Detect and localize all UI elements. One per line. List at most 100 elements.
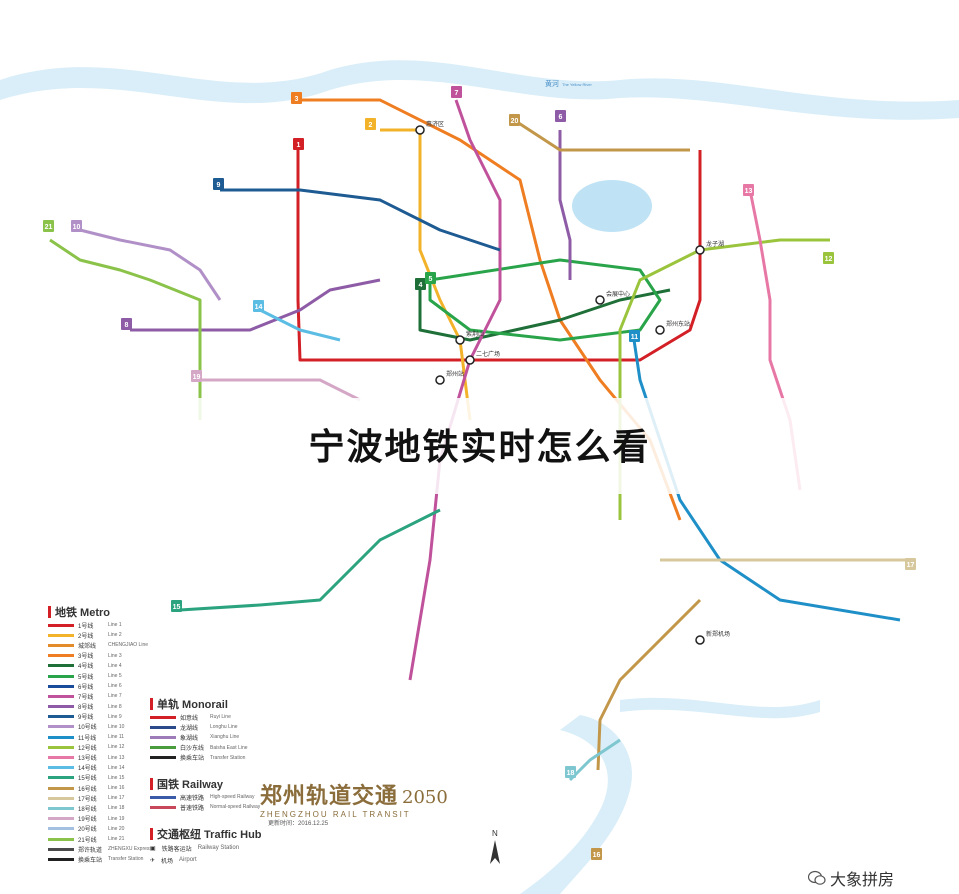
line-badge[interactable]	[293, 138, 304, 150]
line-badge[interactable]	[71, 220, 82, 232]
yellow-river	[0, 60, 959, 120]
line-badge[interactable]	[213, 178, 224, 190]
line-badge[interactable]	[565, 766, 576, 778]
transfer-station-marker[interactable]	[435, 375, 445, 385]
line-badge[interactable]	[905, 558, 916, 570]
legend-line-name: 14号线	[78, 766, 97, 773]
line-badge[interactable]	[291, 92, 302, 104]
legend-swatch	[48, 654, 74, 658]
line-badge[interactable]	[415, 278, 426, 290]
line-badge-number: 18	[567, 770, 575, 777]
metro-line-9	[220, 188, 501, 252]
metro-line-21	[49, 238, 202, 420]
line-badge[interactable]	[555, 110, 566, 122]
station-label: 郑州站	[446, 370, 464, 378]
transfer-station-marker[interactable]	[695, 635, 705, 645]
station-label: 会展中心	[606, 290, 630, 298]
line-badge-number: 10	[73, 224, 81, 231]
legend-line-name: 13号线	[78, 756, 97, 763]
legend-line-name: 高速铁路	[180, 795, 205, 802]
station-label: 龙子湖	[706, 240, 724, 248]
metro-line-14	[259, 308, 341, 342]
transfer-station-marker[interactable]	[655, 325, 665, 335]
legend-line-name: 城郊线	[78, 643, 97, 650]
line-badge[interactable]	[451, 86, 462, 98]
transfer-station-marker[interactable]	[455, 335, 465, 345]
legend-swatch	[48, 623, 74, 627]
line-badge[interactable]	[253, 300, 264, 312]
watermark: 大象拼房	[808, 866, 894, 890]
metro-line-4	[418, 288, 671, 342]
line-badge-number: 16	[593, 852, 601, 859]
legend-swatch	[48, 837, 74, 841]
line-badge-number: 11	[631, 334, 639, 341]
legend-line-en: Line 10	[108, 723, 125, 730]
transfer-station-marker[interactable]	[415, 125, 425, 135]
legend-line-en: ZHENGXU Express	[108, 846, 152, 853]
legend-swatch	[48, 633, 74, 637]
legend-line-name: 换乘车站	[78, 857, 103, 864]
metro-line-11	[632, 339, 901, 622]
legend-swatch	[150, 715, 176, 719]
legend-swatch	[48, 725, 74, 729]
line-badge-number: 6	[559, 114, 563, 121]
legend-line-name: 3号线	[78, 654, 94, 661]
line-badge[interactable]	[425, 272, 436, 284]
line-badge-number: 8	[125, 322, 129, 329]
line-badge-number: 5	[429, 276, 433, 283]
wechat-icon	[808, 870, 826, 885]
legend-line-en: Line 18	[108, 805, 125, 812]
legend-line-en: Line 1	[108, 622, 122, 629]
line-badge-number: 3	[295, 96, 299, 103]
legend-line-name: 2号线	[78, 633, 94, 640]
legend-hub-name: 机场	[161, 858, 174, 865]
metro-line-10	[79, 228, 222, 301]
legend-swatch	[48, 715, 74, 719]
legend-line-name: 21号线	[78, 837, 97, 844]
line-badge[interactable]	[629, 330, 640, 342]
legend-row: 象湖线 Xianghu Line	[150, 732, 248, 742]
line-badge[interactable]	[591, 848, 602, 860]
legend-swatch	[48, 705, 74, 709]
title-banner	[0, 398, 959, 494]
line-badge[interactable]	[191, 370, 202, 382]
railway-station-icon: ▣	[150, 845, 156, 852]
transfer-station-marker[interactable]	[695, 245, 705, 255]
legend-line-en: Line 20	[108, 825, 125, 832]
legend-swatch	[48, 796, 74, 800]
line-badge[interactable]	[509, 114, 520, 126]
line-badge[interactable]	[743, 184, 754, 196]
longzi-lake	[572, 180, 652, 232]
transfer-station-marker[interactable]	[595, 295, 605, 305]
legend-line-name: 象湖线	[180, 735, 199, 742]
line-badge[interactable]	[171, 600, 182, 612]
legend-line-name: 白沙东线	[180, 746, 205, 753]
legend-swatch	[48, 786, 74, 790]
line-badge[interactable]	[121, 318, 132, 330]
legend-line-en: Line 5	[108, 673, 122, 680]
line-badge[interactable]	[43, 220, 54, 232]
line-badge[interactable]	[823, 252, 834, 264]
line-badge[interactable]	[365, 118, 376, 130]
lower-river-right	[620, 697, 820, 719]
transfer-station-marker[interactable]	[465, 355, 475, 365]
legend-hub-en: Railway Station	[197, 845, 240, 851]
legend-bar-icon	[150, 828, 153, 840]
station-label: 紫荆山	[466, 330, 484, 338]
legend-line-en: Xianghu Line	[210, 734, 240, 741]
metro-line-7	[408, 99, 502, 681]
